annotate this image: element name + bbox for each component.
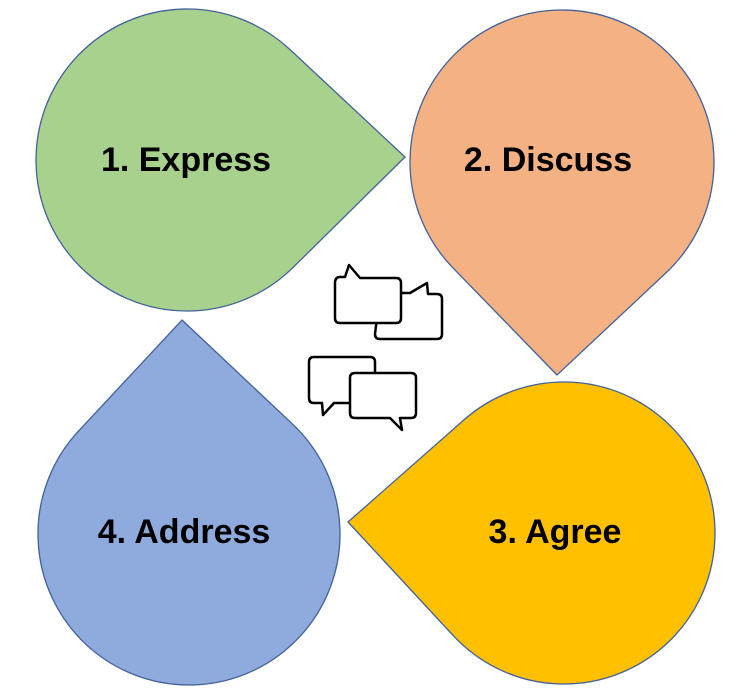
conversation-bubbles-icon bbox=[307, 263, 444, 432]
step-discuss-label: 2. Discuss bbox=[464, 141, 632, 179]
step-express-label: 1. Express bbox=[101, 141, 271, 179]
step-discuss-shape bbox=[409, 9, 715, 376]
step-address-shape bbox=[37, 319, 341, 686]
step-agree-label: 3. Agree bbox=[489, 513, 622, 551]
step-address-label: 4. Address bbox=[98, 513, 271, 551]
step-agree-shape bbox=[347, 381, 716, 685]
step-express-shape bbox=[35, 8, 406, 312]
